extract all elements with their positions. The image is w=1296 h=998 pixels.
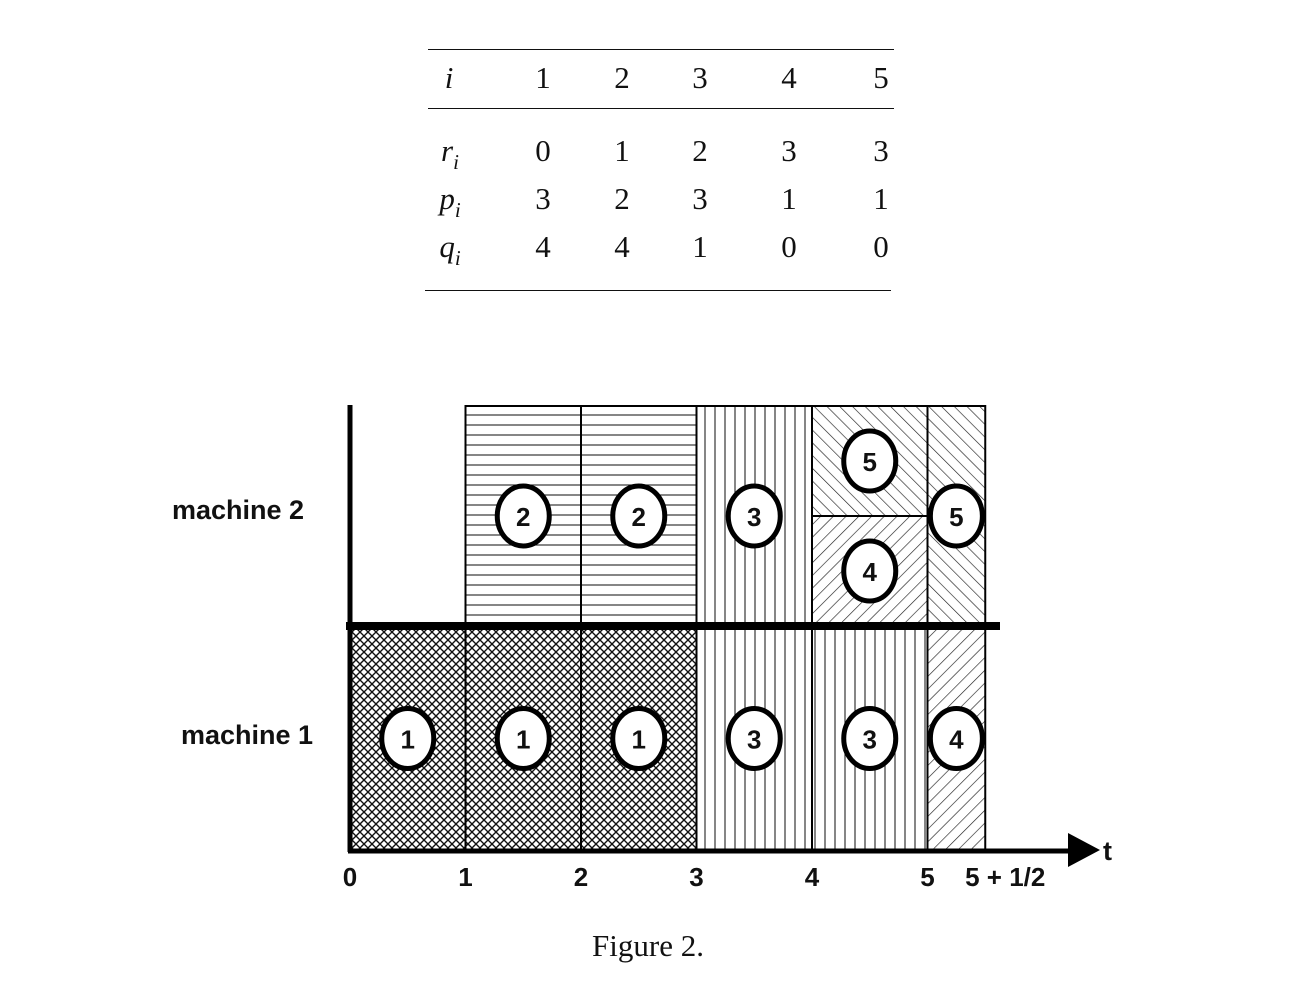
job-number-label: 3	[863, 725, 877, 755]
job-circle-icon	[725, 706, 783, 771]
time-tick-label: 3	[689, 862, 703, 892]
table-header-rule	[428, 108, 894, 109]
table-bottom-rule	[425, 290, 891, 291]
job-circle-icon	[494, 706, 552, 771]
time-tick-label: 2	[574, 862, 588, 892]
table-cell: 1	[873, 181, 889, 216]
time-tick-label: 1	[458, 862, 472, 892]
job-marker: 1	[494, 706, 552, 771]
machine-1-label: machine 1	[181, 720, 313, 750]
job-circle-icon	[494, 483, 552, 549]
job-number-label: 3	[747, 502, 761, 532]
time-axis-ticks: 0 1 2 3 4 5 5 + 1/2	[343, 862, 1046, 892]
job-circle-icon	[610, 483, 668, 549]
table-top-rule	[428, 49, 894, 50]
job-number-label: 3	[747, 725, 761, 755]
job-number-label: 1	[632, 725, 646, 755]
table-cell: 3	[873, 133, 889, 168]
schedule-gantt-chart: machine 2 machine 1 t 0 1 2 3 4 5 5 + 1/2 2 2 3 5…	[172, 405, 1112, 892]
job-circle-icon	[379, 706, 437, 771]
job-number-label: 2	[632, 502, 646, 532]
schedule-block	[464, 625, 582, 852]
table-cell: 1	[781, 181, 797, 216]
table-header-cell: 2	[614, 60, 630, 95]
table-cell: 2	[692, 133, 708, 168]
job-circle-icon	[725, 483, 783, 549]
time-axis-label: t	[1103, 836, 1112, 866]
job-number-label: 1	[401, 725, 415, 755]
table-row-label: pi	[439, 181, 461, 222]
table-cell: 0	[535, 133, 551, 168]
table-cell: 1	[692, 229, 708, 264]
job-marker: 4	[841, 538, 899, 604]
job-circle-icon	[927, 483, 985, 549]
job-marker: 1	[610, 706, 668, 771]
job-marker: 4	[927, 706, 985, 771]
table-cell: 0	[781, 229, 797, 264]
table-cell: 4	[614, 229, 630, 264]
job-marker: 3	[725, 706, 783, 771]
table-cell: 1	[614, 133, 630, 168]
job-marker: 5	[927, 483, 985, 549]
figure-caption: Figure 2.	[592, 928, 704, 963]
table-header-cell: 3	[692, 60, 708, 95]
job-marker: 1	[379, 706, 437, 771]
job-number-label: 4	[949, 725, 964, 755]
table-cell: 4	[535, 229, 551, 264]
job-circle-icon	[841, 706, 899, 771]
job-number-label: 5	[949, 502, 963, 532]
time-axis-arrow-icon	[1068, 833, 1100, 867]
job-marker: 2	[494, 483, 552, 549]
machine-2-label: machine 2	[172, 495, 304, 525]
job-marker: 2	[610, 483, 668, 549]
job-circle-icon	[841, 538, 899, 604]
table-header-cell: 4	[781, 60, 797, 95]
time-tick-label: 4	[805, 862, 820, 892]
time-tick-label: 0	[343, 862, 357, 892]
table-cell: 0	[873, 229, 889, 264]
table-cell: 2	[614, 181, 630, 216]
time-tick-label: 5	[920, 862, 934, 892]
table-header-cell: 1	[535, 60, 551, 95]
job-number-label: 1	[516, 725, 530, 755]
table-cell: 3	[781, 133, 797, 168]
table-row-label: qi	[439, 229, 461, 270]
job-marker: 5	[841, 428, 899, 494]
job-circle-icon	[841, 428, 899, 494]
table-header-symbol: i	[444, 60, 454, 95]
job-markers: 2 2 3 5 4 5 1 1 1 3 3 4	[379, 428, 985, 771]
job-number-label: 5	[863, 447, 877, 477]
table-row-label: ri	[441, 133, 459, 174]
parameter-table: i 1 2 3 4 5 ri 0 1 2 3 3 pi 3 2 3 1 1 qi…	[0, 0, 1296, 320]
time-tick-label: 5 + 1/2	[965, 862, 1045, 892]
table-cell: 3	[535, 181, 551, 216]
job-circle-icon	[610, 706, 668, 771]
job-number-label: 2	[516, 502, 530, 532]
table-cell: 3	[692, 181, 708, 216]
job-number-label: 4	[863, 557, 878, 587]
job-marker: 3	[725, 483, 783, 549]
table-header-cell: 5	[873, 60, 889, 95]
job-marker: 3	[841, 706, 899, 771]
job-circle-icon	[927, 706, 985, 771]
